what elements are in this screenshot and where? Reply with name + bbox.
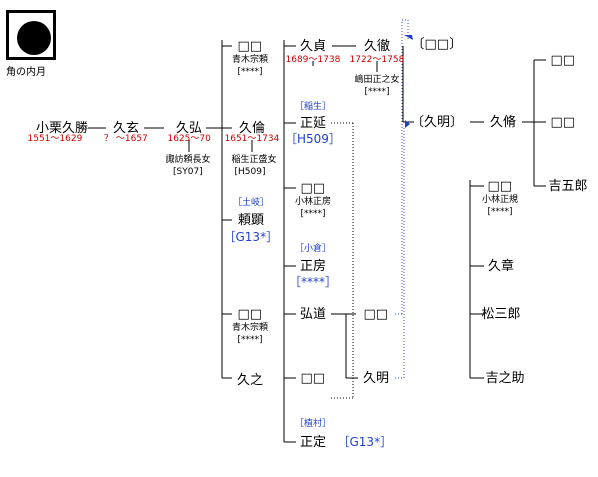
node-k2: □□ [550, 114, 576, 130]
node-ref2: 〔久明〕 [411, 114, 464, 130]
node-hisaaki2: 久明 [363, 370, 390, 386]
node-masasada-c: ［G13*］ [337, 435, 393, 449]
reference-arrow-icon [404, 35, 413, 40]
node-hisayuki: 久之 [237, 372, 264, 388]
node-hisatetsu: 久徹 [364, 38, 391, 54]
node-hisatetsu-w: 嶋田正之女 [354, 74, 400, 85]
crescent-crest-icon [6, 10, 56, 60]
node-masanobu: 正延 [300, 115, 327, 131]
node-c1-s: 青木宗頼 [232, 54, 269, 65]
node-hisakatsu: 小栗久勝 [36, 120, 89, 136]
crest-square [9, 13, 53, 57]
node-g3: □□ [363, 306, 389, 322]
node-masasada-h: ［植村］ [295, 418, 332, 429]
node-g1: □□ [300, 180, 326, 196]
node-h1-s: 小林正規 [482, 194, 519, 205]
node-hisamichi-w: 稲生正盛女 [231, 154, 277, 165]
node-hisakatsu-d: 1551～1629 [27, 133, 83, 144]
node-h1: □□ [487, 178, 513, 194]
node-hisasada: 久貞 [300, 38, 327, 54]
node-c1-c: [****] [237, 66, 263, 77]
node-c2-c: [****] [237, 334, 263, 345]
node-masanobu-c: ［H509］ [285, 132, 341, 146]
node-hisanaga: 久脩 [490, 114, 517, 130]
node-c2: □□ [237, 306, 263, 322]
node-c2-s: 青木宗頼 [232, 322, 269, 333]
node-masasada: 正定 [300, 434, 327, 450]
node-masafusa-c: ［****］ [289, 275, 338, 289]
node-masafusa: 正房 [300, 258, 327, 274]
node-kichinosuke: 吉之助 [485, 370, 525, 386]
node-kichigoro: 吉五郎 [548, 178, 588, 194]
node-hisamichi-w2: [H509] [234, 166, 266, 177]
node-c1: □□ [237, 38, 263, 54]
reference-arrow-icon [405, 120, 410, 128]
node-matsusaburo: 松三郎 [481, 306, 521, 322]
node-kyugen-d: ？ ～1657 [104, 133, 148, 144]
node-hisasada-d: 1689～1738 [285, 54, 341, 65]
crest-moon [17, 21, 51, 55]
node-masafusa-h: ［小倉］ [295, 243, 332, 254]
node-hisaaki3: 久章 [488, 258, 515, 274]
node-hiromichi: 弘道 [300, 306, 327, 322]
node-kyugen: 久玄 [113, 120, 140, 136]
node-yoriaki-h: ［土岐］ [233, 197, 270, 208]
crest-label: 角の内月 [6, 67, 46, 78]
node-hisahiro-w: 諏訪頼長女 [165, 154, 211, 165]
node-yoriaki-c: ［G13*］ [223, 230, 279, 244]
node-g1-s: 小林正房 [295, 196, 332, 207]
node-hisahiro-w2: [SY07] [173, 166, 203, 177]
node-k1: □□ [550, 52, 576, 68]
node-hisahiro-d: 1625～70 [167, 133, 211, 144]
node-yoriaki: 頼顕 [238, 212, 265, 228]
node-g1-c: [****] [300, 208, 326, 219]
node-masanobu-h: ［稲生］ [295, 101, 332, 112]
node-hisamichi-d: 1651～1734 [224, 133, 280, 144]
node-hisamichi: 久倫 [239, 120, 266, 136]
node-ref1: 〔□□〕 [411, 36, 463, 52]
node-hisahiro: 久弘 [176, 120, 203, 136]
node-hisatetsu-d: 1722～1758 [349, 54, 405, 65]
node-hisatetsu-w2: [****] [364, 86, 390, 97]
node-g2: □□ [300, 370, 326, 386]
node-h1-c: [****] [487, 206, 513, 217]
